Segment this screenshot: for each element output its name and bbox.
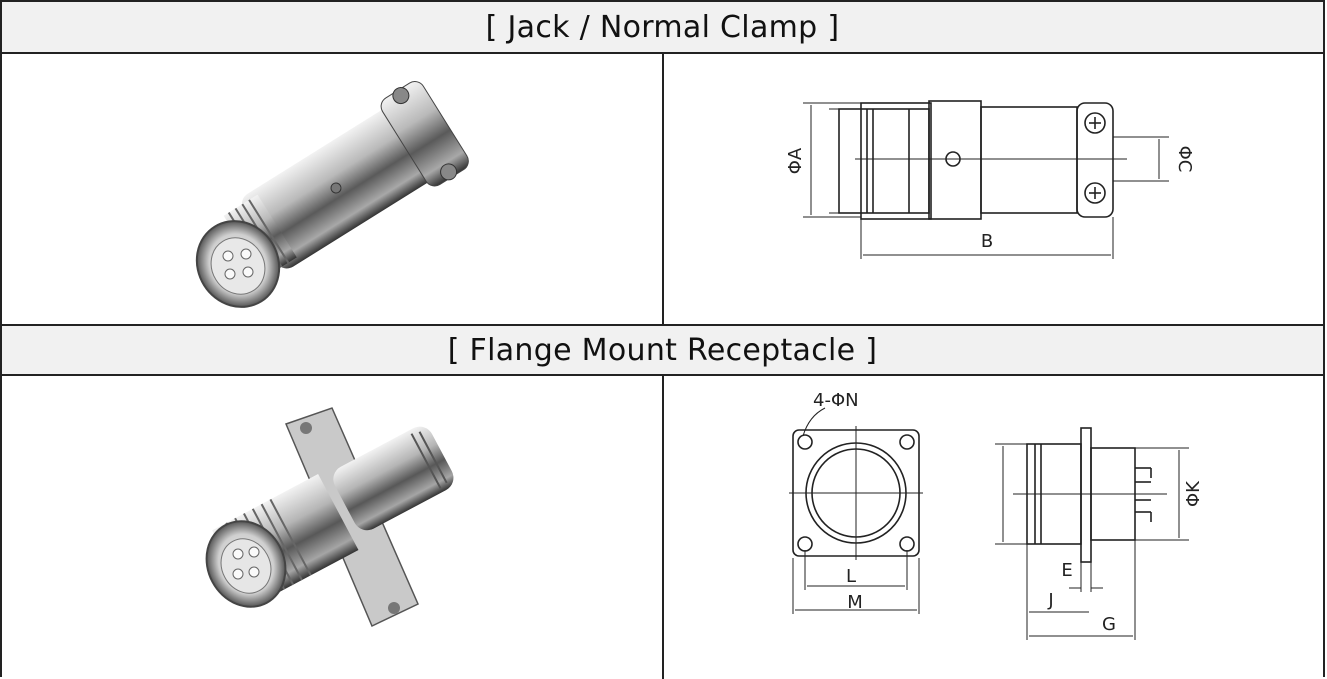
label-m: M [847, 592, 863, 613]
column-divider [662, 54, 664, 324]
label-g: G [1102, 614, 1116, 635]
section-header-jack: [ Jack / Normal Clamp ] [2, 2, 1323, 54]
label-phi-k: ΦK [1183, 480, 1204, 507]
label-phi-c: ΦC [1174, 146, 1195, 173]
jack-dimension-drawing: ΦA B ΦC [769, 79, 1209, 285]
section-header-flange: [ Flange Mount Receptacle ] [2, 324, 1323, 376]
flange-dimension-drawing: 4-ΦN L M ΦK E J G [759, 378, 1219, 662]
section-title: [ Jack / Normal Clamp ] [485, 9, 840, 45]
column-divider [662, 376, 664, 679]
label-4-phi-n: 4-ΦN [813, 390, 859, 411]
flange-receptacle-photo [186, 394, 488, 646]
label-phi-a: ΦA [785, 147, 806, 174]
label-l: L [846, 566, 856, 587]
label-j: J [1047, 590, 1053, 611]
section-title: [ Flange Mount Receptacle ] [447, 332, 878, 368]
label-e: E [1061, 560, 1072, 581]
jack-connector-photo [186, 58, 488, 310]
label-b: B [981, 231, 993, 252]
